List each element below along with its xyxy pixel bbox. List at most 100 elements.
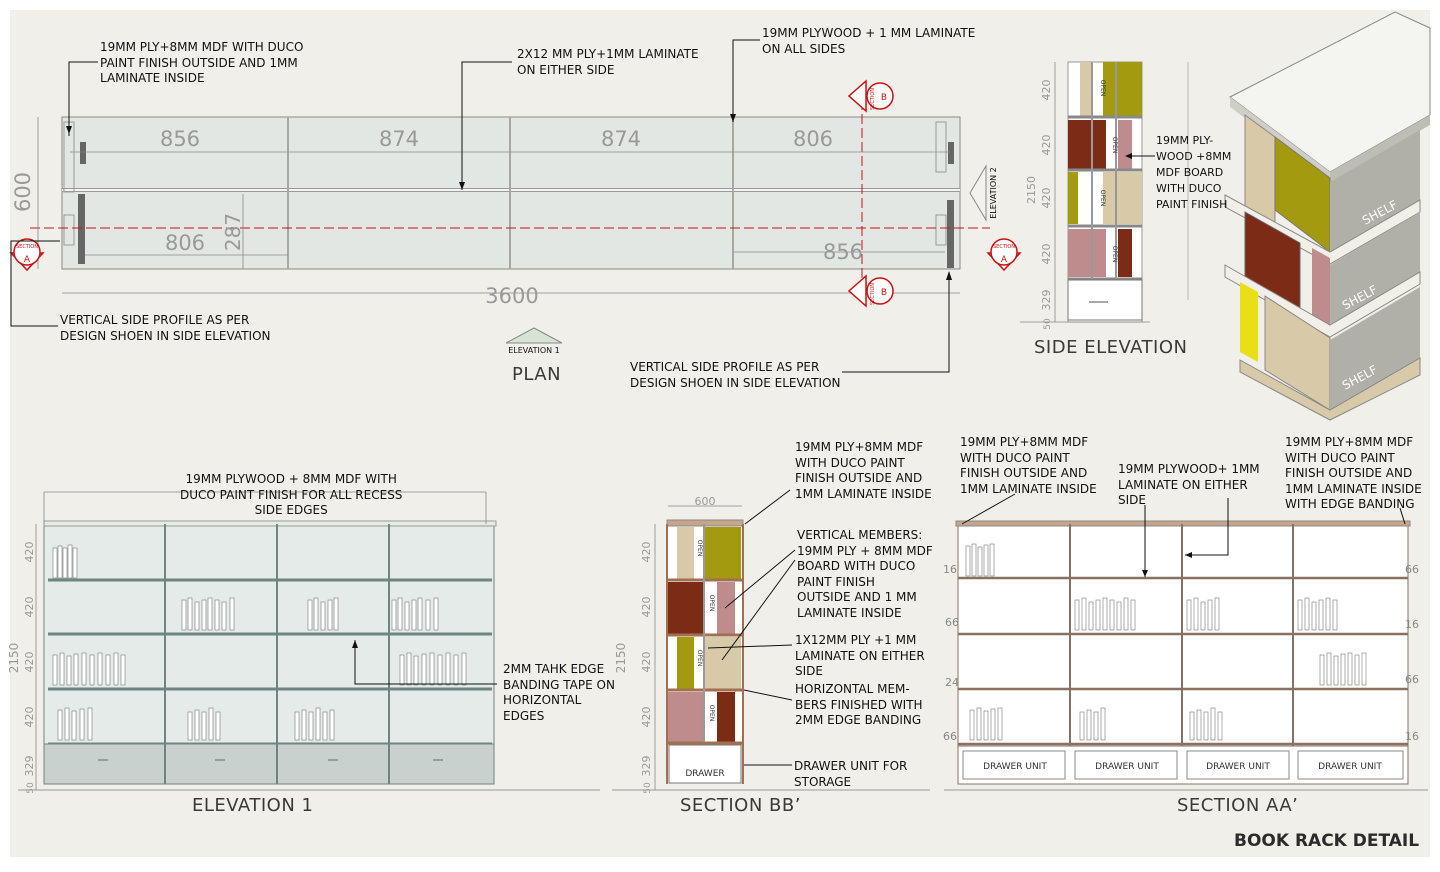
plan-end-post	[948, 142, 954, 164]
svg-text:A: A	[24, 255, 31, 265]
book-cluster	[52, 544, 467, 741]
plan-dim-3: 874	[601, 127, 641, 151]
svg-text:B: B	[881, 93, 887, 103]
svg-text:66: 66	[943, 730, 957, 743]
plan-end-post	[78, 194, 85, 264]
plan-dim-depth: 287	[221, 213, 245, 251]
svg-text:OPEN: OPEN	[1099, 190, 1106, 207]
plan-title: PLAN	[512, 364, 562, 385]
plan-end-post	[80, 142, 86, 164]
svg-text:DRAWER UNIT: DRAWER UNIT	[1095, 762, 1159, 772]
svg-text:420: 420	[23, 652, 36, 673]
plan-note-side-profile-right: VERTICAL SIDE PROFILE AS PER DESIGN SHOE…	[630, 360, 841, 390]
elevation-1-title: ELEVATION 1	[192, 795, 314, 816]
svg-text:ELEVATION 1: ELEVATION 1	[508, 346, 560, 355]
svg-text:2150: 2150	[7, 643, 21, 674]
svg-text:OPEN: OPEN	[1099, 80, 1106, 97]
svg-text:A: A	[1001, 255, 1008, 265]
svg-text:16: 16	[943, 563, 957, 576]
plan-dim-1: 856	[160, 127, 200, 151]
bb-note-top: 19MM PLY+8MM MDF WITH DUCO PAINT FINISH …	[795, 440, 932, 501]
svg-text:66: 66	[1405, 563, 1419, 576]
svg-text:16: 16	[1405, 618, 1419, 631]
book-cluster	[965, 543, 1367, 741]
svg-text:OPEN: OPEN	[696, 540, 703, 557]
svg-text:OPEN: OPEN	[708, 705, 715, 722]
svg-text:OPEN: OPEN	[708, 595, 715, 612]
section-aa-view: DRAWER UNIT DRAWER UNIT DRAWER UNIT DRAW…	[943, 493, 1428, 791]
plan-note-laminate-all-sides: 19MM PLYWOOD + 1 MM LAMINATE ON ALL SIDE…	[762, 26, 976, 56]
section-bb-title: SECTION BB’	[680, 795, 801, 816]
leader-line	[842, 272, 950, 373]
section-aa-title: SECTION AA’	[1177, 795, 1299, 816]
svg-text:420: 420	[23, 542, 36, 563]
leader-line	[10, 240, 60, 327]
side-elevation-title: SIDE ELEVATION	[1034, 337, 1188, 358]
plan-side-profile	[935, 121, 947, 173]
section-marker-a-left: SECTION A	[9, 238, 45, 272]
plan-dim-2: 874	[379, 127, 419, 151]
aa-note-right: 19MM PLY+8MM MDF WITH DUCO PAINT FINISH …	[1285, 435, 1422, 511]
elevation-note-edge-banding: 2MM TAHK EDGE BANDING TAPE ON HORIZONTAL…	[503, 662, 615, 723]
svg-text:B: B	[881, 288, 887, 298]
svg-text:OPEN: OPEN	[1111, 137, 1118, 154]
leader-line	[461, 61, 512, 190]
svg-text:420: 420	[640, 542, 653, 563]
svg-text:SECTION: SECTION	[993, 244, 1015, 250]
svg-text:SECTION: SECTION	[16, 244, 38, 250]
plan-dim-bottom-right: 856	[823, 240, 863, 264]
svg-text:66: 66	[945, 616, 959, 629]
svg-text:66: 66	[1405, 673, 1419, 686]
isometric-view: SHELF SHELF SHELF	[1224, 11, 1431, 421]
svg-text:420: 420	[1040, 135, 1053, 156]
svg-text:329: 329	[640, 756, 653, 777]
elevation-note-recess-edges: 19MM PLYWOOD + 8MM MDF WITH DUCO PAINT F…	[180, 472, 403, 517]
plan-dim-4: 806	[793, 127, 833, 151]
svg-text:420: 420	[1040, 80, 1053, 101]
aa-note-left: 19MM PLY+8MM MDF WITH DUCO PAINT FINISH …	[960, 435, 1097, 496]
bb-note-horizontal-members: HORIZONTAL MEM- BERS FINISHED WITH 2MM E…	[795, 682, 923, 727]
plan-note-side-profile-left: VERTICAL SIDE PROFILE AS PER DESIGN SHOE…	[60, 313, 271, 343]
svg-text:SECTION: SECTION	[870, 88, 876, 110]
svg-text:2150: 2150	[1025, 176, 1038, 204]
side-elevation-note: 19MM PLY- WOOD +8MM MDF BOARD WITH DUCO …	[1156, 134, 1232, 211]
svg-text:OPEN: OPEN	[1111, 246, 1118, 263]
svg-text:DRAWER: DRAWER	[685, 769, 724, 779]
leader-line	[732, 39, 760, 122]
svg-text:DRAWER UNIT: DRAWER UNIT	[1318, 762, 1382, 772]
plan-dim-bottom-left: 806	[165, 231, 205, 255]
plan-view: 856 874 874 806 806 856 287 600 3600 SEC…	[9, 39, 1022, 373]
section-bb-view: DRAWER OPEN OPEN OPEN OPEN 600 420 420 4…	[612, 489, 930, 794]
svg-text:16: 16	[1405, 730, 1419, 743]
plan-end-post	[947, 200, 954, 268]
plan-dim-width: 600	[11, 172, 35, 212]
svg-text:ELEVATION 2: ELEVATION 2	[989, 167, 998, 219]
svg-text:2150: 2150	[614, 643, 628, 674]
section-marker-b-top: SECTION B	[847, 79, 894, 113]
svg-text:50: 50	[26, 782, 36, 794]
svg-text:50: 50	[1043, 318, 1053, 330]
aa-note-middle: 19MM PLYWOOD+ 1MM LAMINATE ON EITHER SID…	[1118, 462, 1260, 507]
bb-note-vertical-members: VERTICAL MEMBERS: 19MM PLY + 8MM MDF BOA…	[797, 528, 933, 620]
bb-note-drawer: DRAWER UNIT FOR STORAGE	[794, 759, 908, 789]
elevation-2-marker: ELEVATION 2	[969, 164, 998, 222]
svg-text:420: 420	[23, 707, 36, 728]
leader-line	[68, 61, 98, 136]
bb-note-ply-laminate: 1X12MM PLY +1 MM LAMINATE ON EITHER SIDE	[795, 633, 925, 678]
svg-text:OPEN: OPEN	[696, 650, 703, 667]
elevation-1-marker: ELEVATION 1	[505, 327, 563, 355]
svg-text:420: 420	[640, 597, 653, 618]
plan-note-laminate-either-side: 2X12 MM PLY+1MM LAMINATE ON EITHER SIDE	[517, 47, 699, 77]
svg-text:DRAWER UNIT: DRAWER UNIT	[1206, 762, 1270, 772]
svg-text:50: 50	[643, 782, 653, 794]
svg-text:420: 420	[1040, 188, 1053, 209]
svg-text:600: 600	[695, 495, 716, 508]
svg-text:SECTION: SECTION	[870, 283, 876, 305]
section-marker-b-bottom: SECTION B	[847, 274, 894, 308]
sheet-title: BOOK RACK DETAIL	[1234, 831, 1420, 851]
plan-dim-overall: 3600	[485, 284, 538, 308]
plan-note-ply-mdf: 19MM PLY+8MM MDF WITH DUCO PAINT FINISH …	[100, 40, 304, 85]
svg-text:329: 329	[23, 756, 36, 777]
svg-text:329: 329	[1040, 290, 1053, 311]
